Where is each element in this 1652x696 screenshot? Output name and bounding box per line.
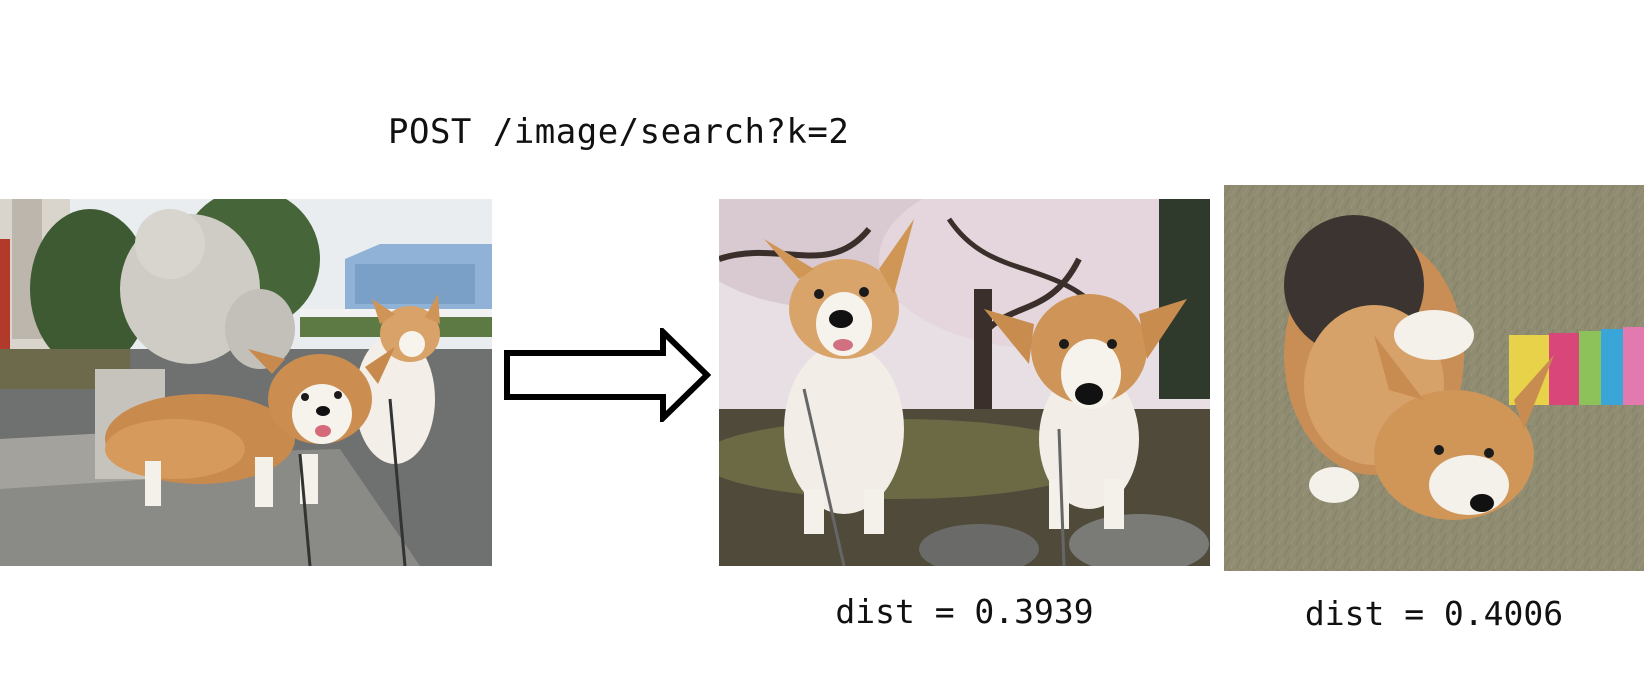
result-1-distance-label: dist = 0.3939 (835, 592, 1094, 631)
result-2-distance-label: dist = 0.4006 (1304, 594, 1564, 633)
query-image (0, 199, 492, 566)
result-image-2 (1224, 185, 1644, 571)
result-image-1 (719, 199, 1210, 566)
right-arrow-icon (504, 328, 711, 422)
request-label: POST /image/search?k=2 (388, 112, 850, 152)
